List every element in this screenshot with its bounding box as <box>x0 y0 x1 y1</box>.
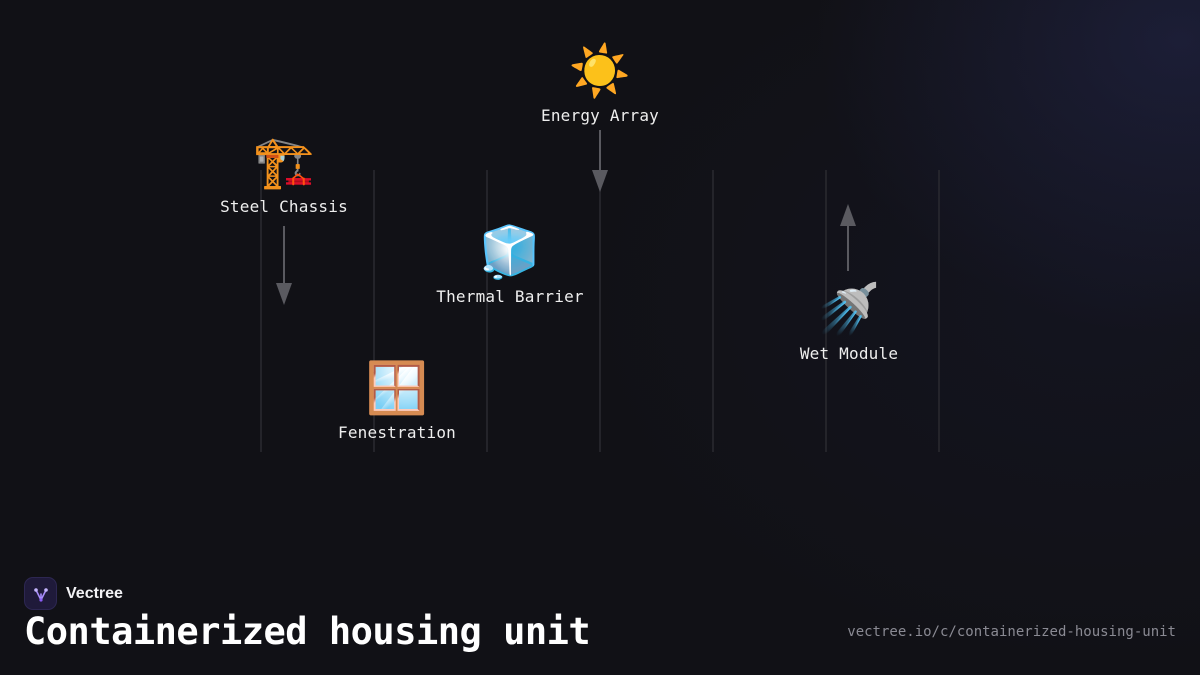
page-title: Containerized housing unit <box>24 610 591 653</box>
node-label: Thermal Barrier <box>436 287 584 306</box>
arrow-steel-chassis-down <box>276 226 292 305</box>
node-steel-chassis[interactable]: 🏗️ Steel Chassis <box>220 131 348 216</box>
construction-crane-icon: 🏗️ <box>252 133 316 191</box>
node-label: Fenestration <box>338 423 456 442</box>
window-icon: 🪟 <box>365 359 429 417</box>
arrow-energy-array-down <box>592 130 608 192</box>
page-url[interactable]: vectree.io/c/containerized-housing-unit <box>847 624 1176 640</box>
node-thermal-barrier[interactable]: 🧊 Thermal Barrier <box>436 221 584 306</box>
brand-name: Vectree <box>66 584 123 602</box>
shower-icon: 🚿 <box>817 280 881 338</box>
vertical-gridlines <box>260 170 940 452</box>
arrows <box>276 130 856 305</box>
node-label: Steel Chassis <box>220 197 348 216</box>
node-label: Energy Array <box>541 106 659 125</box>
brand[interactable]: Vectree <box>24 577 123 610</box>
node-fenestration[interactable]: 🪟 Fenestration <box>338 357 456 442</box>
node-wet-module[interactable]: 🚿 Wet Module <box>800 278 898 363</box>
tree-logo-icon <box>24 577 57 610</box>
node-label: Wet Module <box>799 344 899 363</box>
sun-icon: ☀️ <box>568 42 632 100</box>
node-energy-array[interactable]: ☀️ Energy Array <box>541 40 659 125</box>
arrow-wet-module-up <box>840 204 856 271</box>
ice-cube-icon: 🧊 <box>478 223 542 281</box>
